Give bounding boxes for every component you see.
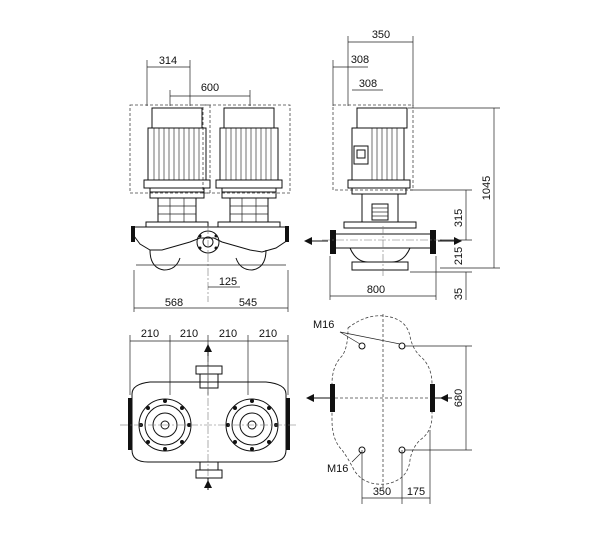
dim-lengths: 568 545	[133, 270, 289, 312]
dim-foundation-bottom: 350 175	[361, 430, 431, 504]
dim-text-308-a: 308	[351, 54, 369, 66]
dim-side-bottom: 800	[329, 256, 437, 300]
bolt-label-top: M16	[313, 319, 334, 331]
dim-text-600: 600	[201, 82, 219, 94]
dim-text-210-4: 210	[259, 328, 277, 340]
dim-text-210-3: 210	[219, 328, 237, 340]
motor-envelope-side	[332, 104, 414, 191]
coupling-right	[217, 191, 281, 228]
lantern-side	[343, 194, 417, 229]
motor-envelope-right	[202, 104, 291, 194]
dim-plan-top: 210 210 210 210	[129, 328, 289, 395]
motor-side	[347, 107, 411, 195]
flow-arrows-side	[304, 237, 462, 245]
dim-text-315: 315	[453, 209, 465, 227]
dim-text-1045: 1045	[481, 176, 493, 200]
motor-right	[215, 107, 283, 193]
dim-motor-spacing: 600	[169, 82, 251, 106]
coupling-left	[145, 191, 209, 228]
dim-text-568: 568	[165, 297, 183, 309]
foundation-outline	[331, 315, 433, 485]
dim-text-210-2: 210	[180, 328, 198, 340]
dim-foundation-vertical: 680	[404, 345, 472, 451]
dim-text-350-bottom: 350	[373, 486, 391, 498]
dim-text-35: 35	[453, 288, 465, 300]
dim-text-308-b: 308	[359, 78, 377, 90]
dim-side-top: 350 308 308	[332, 29, 414, 106]
front-view: 314 600 125 568 545	[129, 55, 291, 312]
plan-view: 210 210 210 210	[120, 328, 298, 490]
plan-housing-outline	[131, 381, 287, 463]
dim-text-800: 800	[367, 284, 385, 296]
dim-motor-width: 314	[146, 55, 191, 106]
motor-left	[143, 107, 211, 193]
dim-text-215: 215	[453, 247, 465, 265]
dim-text-314: 314	[159, 55, 177, 67]
pump-housing-side	[322, 226, 444, 276]
dim-text-210-1: 210	[141, 328, 159, 340]
dim-text-175: 175	[407, 486, 425, 498]
bolt-label-bottom: M16	[327, 463, 348, 475]
dim-text-680: 680	[453, 389, 465, 407]
side-view: 350 308 308 1045 315 215 35	[304, 29, 500, 300]
dim-text-350-top: 350	[372, 29, 390, 41]
dim-text-545: 545	[239, 297, 257, 309]
pump-housing-front	[131, 226, 289, 302]
dim-branch-offset: 125	[208, 276, 240, 288]
foundation-view: M16 M16 680 350 175	[306, 314, 472, 504]
dim-text-125: 125	[219, 276, 237, 288]
dim-side-right: 1045 315 215 35	[408, 107, 500, 300]
